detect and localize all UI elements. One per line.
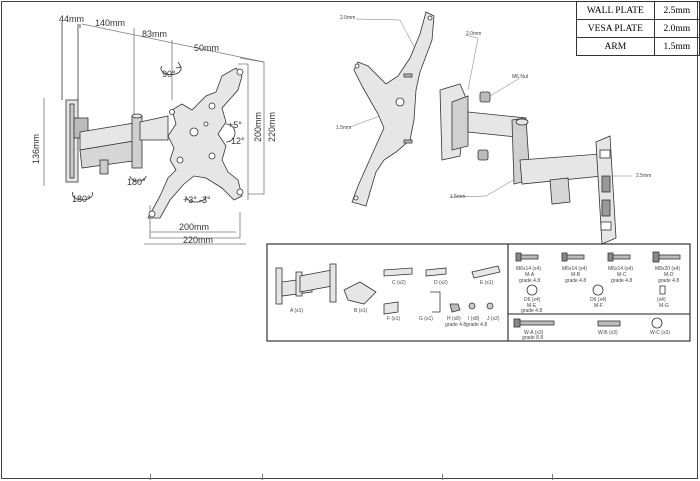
label-level-minus: -3° — [199, 195, 211, 205]
part-a-label: A (x1) — [290, 308, 304, 314]
part-h-grade: grade 4.8 — [445, 322, 467, 328]
hw-mb-code: M-B — [571, 272, 581, 278]
label-tilt-up: +5° — [228, 120, 242, 130]
part-h-label: H (x8) — [447, 316, 461, 322]
vesa-plate-exploded — [351, 11, 435, 207]
spec-row-vesa-plate: VESA PLATE 2.0mm — [576, 19, 700, 38]
part-j-label: J (x2) — [487, 316, 500, 322]
hw-ma-code: M-A — [525, 272, 535, 278]
part-c-label: C (x2) — [392, 280, 406, 286]
hw-mg-code: M-G — [659, 303, 669, 309]
hw-ma-label: M6x14 (x4) — [516, 266, 542, 272]
spec-value: 1.5mm — [653, 37, 700, 56]
dim-arm2: 83mm — [142, 29, 168, 39]
dim-vesa-height-inner: 200mm — [253, 111, 263, 142]
thickness-spec-table: WALL PLATE 2.5mm VESA PLATE 2.0mm ARM 1.… — [576, 1, 700, 56]
label-tilt-down: -12° — [228, 136, 245, 146]
label-rotation: 90° — [162, 69, 176, 79]
hw-me-grade: grade 4.8 — [521, 308, 543, 314]
hw-ma-grade: grade 4.8 — [519, 278, 541, 284]
page-tick-mark — [552, 474, 553, 480]
hw-wa-grade: grade 8.8 — [522, 335, 544, 341]
hw-mc-code: M-C — [617, 272, 627, 278]
hw-mg-label: (x4) — [657, 297, 666, 303]
dimension-lines — [43, 22, 265, 245]
label-arm-bottom: 1.5mm — [450, 194, 466, 200]
label-level-plus: +3° — [183, 195, 197, 205]
label-arm-thickness: 2.0mm — [466, 31, 482, 37]
rotation-arrows-left — [72, 61, 236, 203]
part-e-label: E (x1) — [480, 280, 494, 286]
part-d-label: D (x2) — [434, 280, 448, 286]
dim-wall-width: 44mm — [59, 14, 85, 24]
arm-left — [79, 113, 169, 175]
part-drawings — [275, 263, 501, 315]
arm-exploded — [439, 83, 603, 205]
dim-vesa-height-outer: 220mm — [267, 111, 277, 142]
spec-row-arm: ARM 1.5mm — [576, 37, 700, 56]
hardware-drawings — [513, 251, 681, 329]
hw-me-label: D6 (x4) — [524, 297, 541, 303]
hw-wb-label: W-B (x3) — [598, 330, 618, 336]
wall-plate-left — [65, 99, 89, 183]
hw-wc-label: W-C (x3) — [650, 330, 670, 336]
label-plate-thickness: 1.5mm — [336, 125, 352, 131]
dim-height-wall: 136mm — [31, 133, 41, 164]
page-tick-mark — [150, 474, 151, 480]
hw-mb-label: M6x14 (x4) — [562, 266, 588, 272]
part-b-label: B (x1) — [354, 308, 368, 314]
hw-mc-label: M6x14 (x4) — [608, 266, 634, 272]
dim-vesa-width-inner: 200mm — [179, 222, 210, 232]
part-i-grade: grade 4.8 — [466, 322, 488, 328]
label-vesa-thickness: 2.0mm — [340, 15, 356, 21]
part-g-label: G (x1) — [419, 316, 433, 322]
vesa-plate-left — [147, 67, 244, 219]
hw-md-grade: grade 4.8 — [658, 278, 680, 284]
parts-panel — [266, 243, 691, 342]
hw-mf-label: D6 (x4) — [590, 297, 607, 303]
dim-vesa-width-outer: 220mm — [183, 235, 214, 245]
hw-mf-code: M-F — [594, 303, 603, 309]
label-wall-plate-thickness: 2.5mm — [636, 173, 652, 179]
page-tick-mark — [262, 474, 263, 480]
page-tick-mark — [442, 474, 443, 480]
label-nut: M6 Nut — [512, 74, 529, 80]
dim-vesa-half: 50mm — [194, 43, 220, 53]
hw-mb-grade: grade 4.8 — [565, 278, 587, 284]
dim-arm1: 140mm — [95, 18, 126, 28]
hw-md-label: M8x20 (x4) — [655, 266, 681, 272]
part-i-label: I (x8) — [468, 316, 480, 322]
hw-me-code: M-E — [527, 303, 537, 309]
spec-name: ARM — [576, 37, 655, 56]
wall-plate-exploded — [595, 135, 617, 245]
label-swivel-wall: 180° — [72, 194, 91, 204]
hw-md-code: M-D — [664, 272, 674, 278]
hw-mc-grade: grade 4.8 — [611, 278, 633, 284]
hw-wa-label: W-A (x3) — [524, 330, 544, 336]
label-swivel-arm: 180° — [127, 177, 146, 187]
part-f-label: F (x1) — [387, 316, 401, 322]
